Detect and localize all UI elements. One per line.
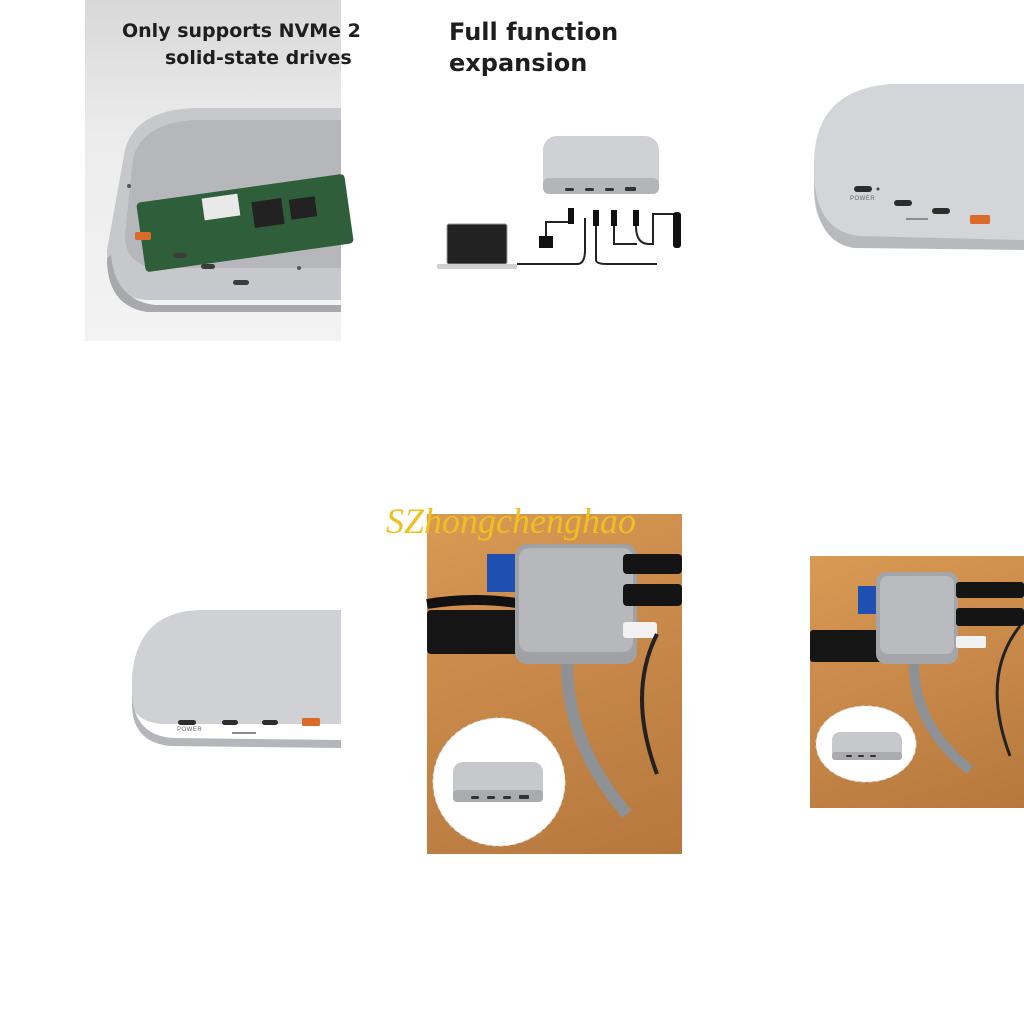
usb-c-port <box>201 264 215 269</box>
usb-c-port <box>894 200 912 206</box>
expansion-illustration <box>437 136 681 269</box>
ssd-enclosure-illustration <box>107 108 354 312</box>
ssd-caption-line1: Only supports NVMe 2 <box>122 20 361 42</box>
usb-a-port <box>970 215 990 224</box>
usb-c-port <box>173 253 187 258</box>
expansion-caption-line2: expansion <box>449 49 588 77</box>
expansion-caption-line1: Full function <box>449 18 619 46</box>
ssd-enclosure-image: Only supports NVMe 2 solid-state drives <box>85 0 361 341</box>
laptop-icon <box>446 223 508 265</box>
usb-a-port <box>302 718 320 726</box>
hub-front-image: POWER <box>130 604 341 754</box>
port-label-power: POWER <box>850 196 876 202</box>
usb-c-port <box>932 208 950 214</box>
desk-photo-small-image <box>810 556 1024 808</box>
watermark-text: SZhongchenghao <box>386 501 636 541</box>
usb-c-port <box>233 280 249 285</box>
hub-closeup-illustration <box>814 84 1024 250</box>
usb-stick-icon <box>673 212 681 248</box>
usb-c-port <box>262 720 278 725</box>
desk-photo-image <box>426 514 682 854</box>
usb-c-port <box>178 720 196 725</box>
hub-closeup-image: POWER <box>810 60 1024 260</box>
usb-c-port <box>222 720 238 725</box>
power-adapter-icon <box>539 236 553 248</box>
hub-front-illustration <box>132 610 341 748</box>
ssd-caption-line2: solid-state drives <box>165 47 352 69</box>
usb-c-port <box>854 186 872 192</box>
usb-a-port <box>135 232 151 240</box>
desk-photo-small-illustration <box>810 572 1024 783</box>
port-label-power: POWER <box>177 727 203 733</box>
desk-photo-illustration <box>426 544 682 847</box>
expansion-diagram-image: Full function expansion <box>427 0 689 341</box>
